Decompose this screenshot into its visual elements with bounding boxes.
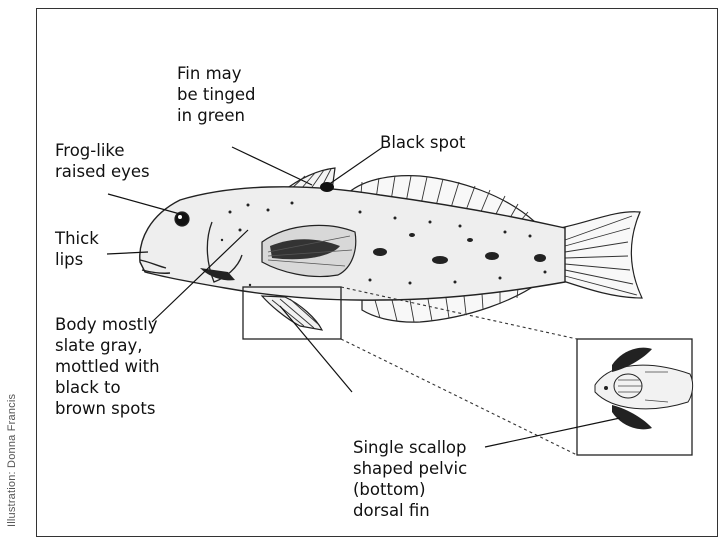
fish-eye <box>175 212 189 226</box>
label-frog-like-eyes: Frog-like raised eyes <box>55 140 150 182</box>
label-pelvic-fin: Single scallop shaped pelvic (bottom) do… <box>353 437 467 521</box>
black-spot <box>320 182 334 192</box>
label-black-spot: Black spot <box>380 132 466 153</box>
label-fin-tinged-green: Fin may be tinged in green <box>177 63 255 126</box>
label-thick-lips: Thick lips <box>55 228 99 270</box>
pelvic-fin <box>262 296 322 330</box>
label-body-color: Body mostly slate gray, mottled with bla… <box>55 314 160 419</box>
tail-fin <box>560 212 642 298</box>
